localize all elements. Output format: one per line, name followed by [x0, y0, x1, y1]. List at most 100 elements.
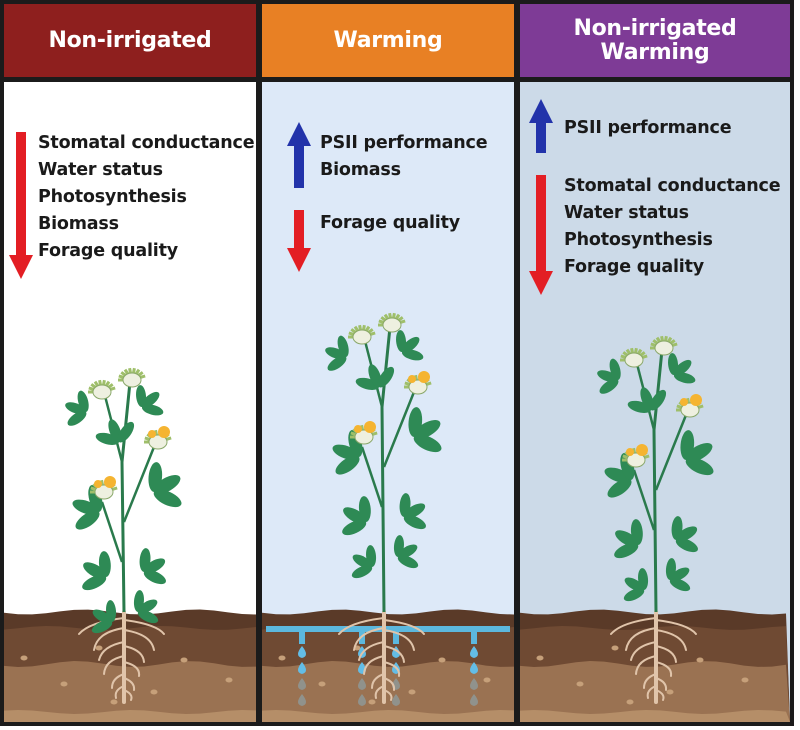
leaf-icon	[408, 407, 442, 453]
arrow-down-icon	[9, 132, 33, 279]
leaf-icon	[597, 358, 621, 394]
water-drop-icon	[470, 646, 478, 658]
leaf-icon	[665, 558, 691, 592]
effect-item: Forage quality	[38, 241, 178, 261]
effect-item: Photosynthesis	[38, 187, 187, 207]
alfalfa-plant	[597, 335, 714, 613]
effect-list-down: Forage quality	[320, 210, 460, 237]
water-drop-icon	[392, 694, 400, 706]
arrow-down-icon	[287, 210, 311, 272]
panel-title: Warming	[333, 27, 443, 53]
effect-list-up: PSII performance	[564, 115, 732, 142]
flower-icon	[90, 476, 118, 500]
flower-icon	[118, 367, 146, 388]
flower-icon	[88, 379, 116, 400]
leaf-icon	[148, 462, 182, 508]
leaf-icon	[355, 364, 395, 390]
leaf-icon	[668, 353, 696, 384]
water-drop-icon	[470, 694, 478, 706]
pebble	[696, 657, 704, 663]
pebble	[666, 689, 674, 695]
effect-item: PSII performance	[564, 118, 732, 138]
pebble	[408, 689, 416, 695]
panel-title: Non-irrigated Warming	[573, 15, 737, 65]
water-drop-icon	[298, 678, 306, 690]
effect-item: Stomatal conductance	[38, 133, 255, 153]
arrow-up-icon	[287, 122, 311, 188]
leaf-icon	[393, 535, 419, 569]
leaf-icon	[351, 545, 377, 579]
flower-icon	[650, 335, 678, 356]
flower-icon	[622, 444, 650, 468]
pebble	[20, 655, 28, 661]
flower-icon	[404, 371, 432, 395]
water-drop-icon	[358, 678, 366, 690]
leaf-icon	[623, 568, 649, 602]
pebble	[95, 645, 103, 651]
pebble	[318, 681, 326, 687]
pebble	[626, 699, 634, 705]
leaf-icon	[136, 385, 164, 416]
water-drop-icon	[470, 662, 478, 674]
leaf-icon	[399, 493, 426, 530]
leaf-icon	[614, 519, 643, 559]
leaf-icon	[396, 330, 424, 361]
pebble	[611, 645, 619, 651]
drip-irrigation-pipe	[266, 626, 510, 706]
pebble	[278, 655, 286, 661]
arrow-down-icon	[529, 175, 553, 295]
water-drop-icon	[470, 678, 478, 690]
flower-icon	[348, 324, 376, 345]
panel-title: Non-irrigated	[48, 27, 212, 53]
effect-item: Water status	[38, 160, 163, 180]
panel-header-warming: Warming	[262, 4, 514, 77]
leaf-icon	[65, 390, 89, 426]
effect-item: Photosynthesis	[564, 230, 713, 250]
flower-icon	[378, 312, 406, 333]
effect-item: PSII performance	[320, 133, 488, 153]
leaf-icon	[342, 496, 371, 536]
pebble	[150, 689, 158, 695]
leaf-icon	[627, 387, 667, 413]
flower-icon	[620, 347, 648, 368]
pebble	[180, 657, 188, 663]
leaf-icon	[671, 516, 698, 553]
leaf-icon	[139, 548, 166, 585]
pebble	[741, 677, 749, 683]
alfalfa-plant	[325, 312, 442, 613]
effect-item: Biomass	[320, 160, 401, 180]
flower-icon	[676, 394, 704, 418]
plant-soil-illustration	[4, 367, 256, 722]
effect-item: Forage quality	[320, 213, 460, 233]
leaf-icon	[95, 419, 135, 445]
pebble	[576, 681, 584, 687]
flower-icon	[144, 426, 172, 450]
water-drop-icon	[298, 662, 306, 674]
effect-item: Water status	[564, 203, 689, 223]
water-drop-icon	[298, 646, 306, 658]
effect-item: Stomatal conductance	[564, 176, 781, 196]
pebble	[368, 699, 376, 705]
plant-roots	[78, 610, 165, 704]
soil-layers	[4, 609, 256, 722]
leaf-icon	[91, 600, 117, 634]
pebble	[110, 699, 118, 705]
effect-item: Forage quality	[564, 257, 704, 277]
leaf-icon	[82, 551, 111, 591]
alfalfa-plant	[65, 367, 182, 634]
panel-header-non-irrigated: Non-irrigated	[4, 4, 256, 77]
leaf-icon	[325, 335, 349, 371]
pebble	[536, 655, 544, 661]
pebble	[438, 657, 446, 663]
effect-item: Biomass	[38, 214, 119, 234]
flower-icon	[350, 421, 378, 445]
leaf-icon	[133, 590, 159, 624]
arrow-up-icon	[529, 99, 553, 153]
water-drop-icon	[298, 694, 306, 706]
